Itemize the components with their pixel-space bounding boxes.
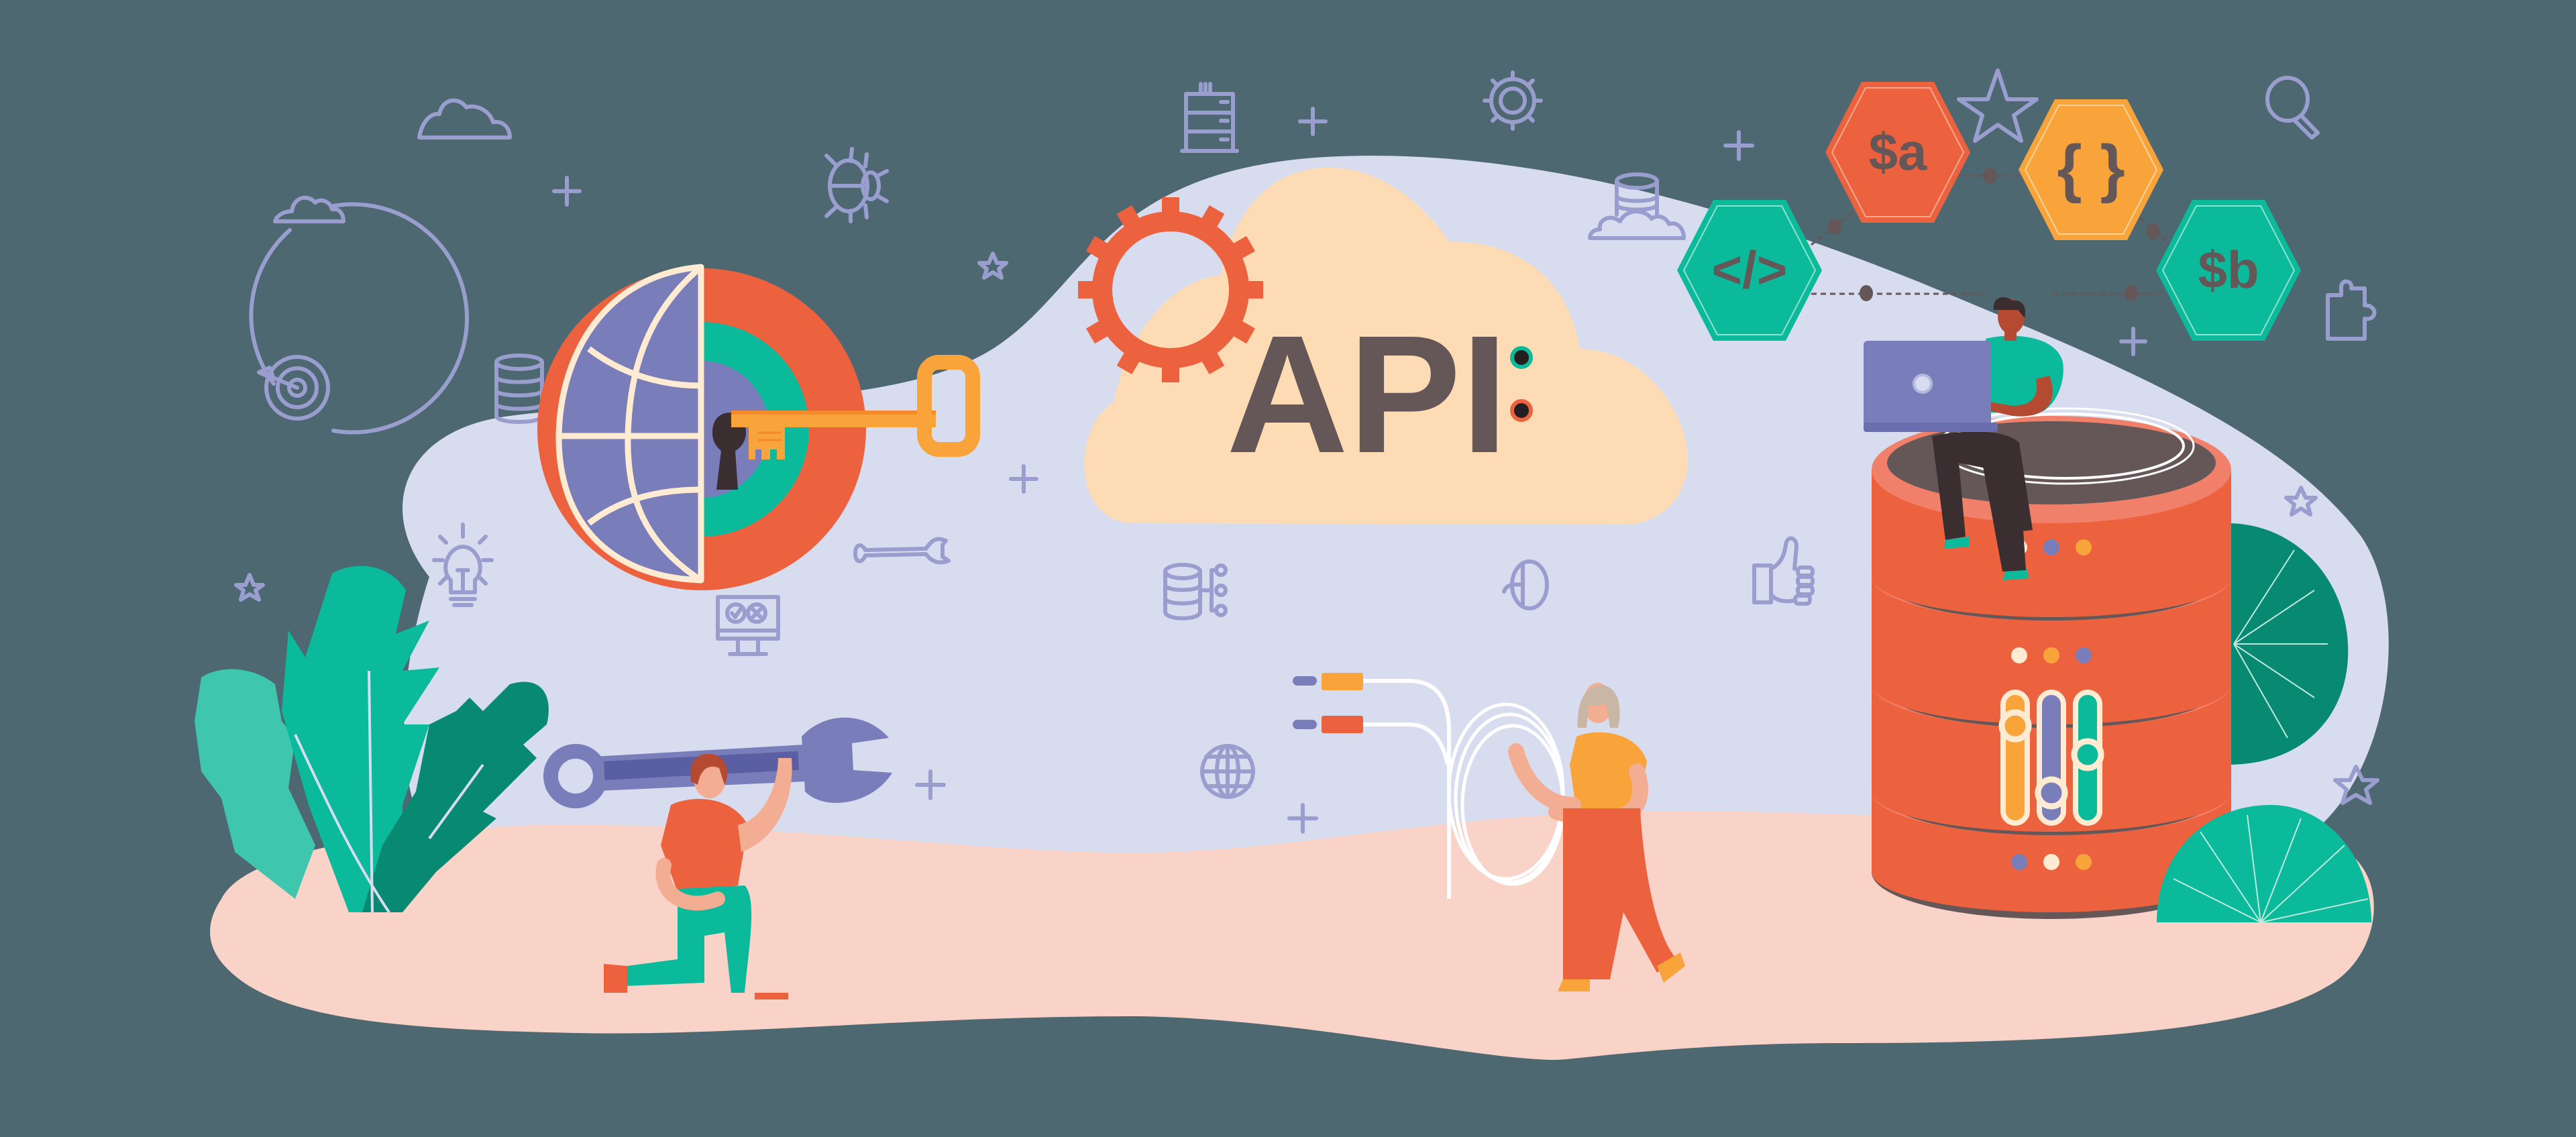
api-title: API (1226, 301, 1508, 488)
hex-label-var-b: $b (2198, 240, 2259, 299)
left-plant (195, 565, 549, 914)
globe-grid-lines (559, 264, 703, 583)
wrench-outline-icon (853, 537, 951, 565)
hex-label-code-tag: </> (1712, 240, 1788, 299)
api-cloud-group: API (1078, 167, 1688, 525)
mouse-icon (1502, 559, 1549, 610)
database-stack (1872, 407, 2231, 919)
database-network-icon (1163, 563, 1228, 620)
globe-lock-group (537, 264, 980, 590)
cable-coil-icon (1447, 702, 1565, 886)
gear-icon (1078, 197, 1263, 382)
code-hexagons: </> $a { } $b (1677, 82, 2301, 341)
right-plant-back (2227, 523, 2349, 765)
server-rack-icon (1180, 82, 1239, 153)
bug-icon (824, 147, 889, 223)
audio-jack-red-icon (1293, 716, 1450, 765)
cycle-circle-icon-arc (249, 228, 292, 386)
puzzle-icon (2326, 279, 2377, 341)
cloud-database-icon (1588, 172, 1686, 240)
target-icon (257, 355, 330, 421)
hexagon-code-tag: </> (1677, 200, 1822, 341)
hexagon-var-b: $b (2156, 200, 2301, 341)
star-icon (2333, 765, 2379, 805)
sparkle-icon (1009, 464, 1038, 494)
sparkle-icon (915, 769, 946, 800)
magnifier-icon (2265, 76, 2320, 140)
hex-label-var-a: $a (1869, 122, 1927, 181)
person-woman-wrench (543, 717, 892, 999)
lightbulb-icon (432, 523, 494, 607)
star-icon (977, 252, 1008, 280)
keyhole-icon (712, 413, 746, 490)
hexagon-braces: { } (2019, 99, 2163, 240)
hex-connector-nodes (1828, 168, 2160, 301)
status-lights (2011, 539, 2092, 870)
port-orange-icon (1510, 399, 1533, 422)
audio-jack-orange-icon (1293, 673, 1451, 899)
right-plant-front (2157, 805, 2371, 923)
star-icon (2284, 486, 2318, 517)
person-man-laptop (1864, 297, 2063, 580)
port-teal-icon (1510, 346, 1533, 369)
floor-blob (210, 810, 2374, 1060)
sparkle-icon (1298, 107, 1328, 136)
person-woman-cable (1293, 673, 1685, 991)
gear-outline-icon (1483, 70, 1543, 131)
hex-label-braces: { } (2057, 132, 2125, 204)
sparkle-icon (552, 176, 582, 207)
small-cloud-icon (273, 195, 345, 223)
monitor-check-icon (716, 595, 780, 656)
sparkle-icon (2119, 327, 2147, 356)
sparkle-icon (1723, 130, 1754, 161)
giant-wrench-icon (543, 717, 892, 808)
key-icon (731, 355, 980, 459)
globe-outline-icon (1200, 744, 1255, 799)
thumbs-up-icon (1752, 536, 1815, 606)
cycle-circle-icon (331, 202, 469, 435)
star-icon (1957, 68, 2039, 143)
star-icon (234, 573, 265, 602)
sparkle-icon (1287, 803, 1318, 834)
line-icons (234, 68, 2379, 834)
cloud-icon (417, 98, 512, 140)
hexagon-var-a: $a (1825, 82, 1970, 223)
slider-controls-icon (1998, 690, 2104, 826)
